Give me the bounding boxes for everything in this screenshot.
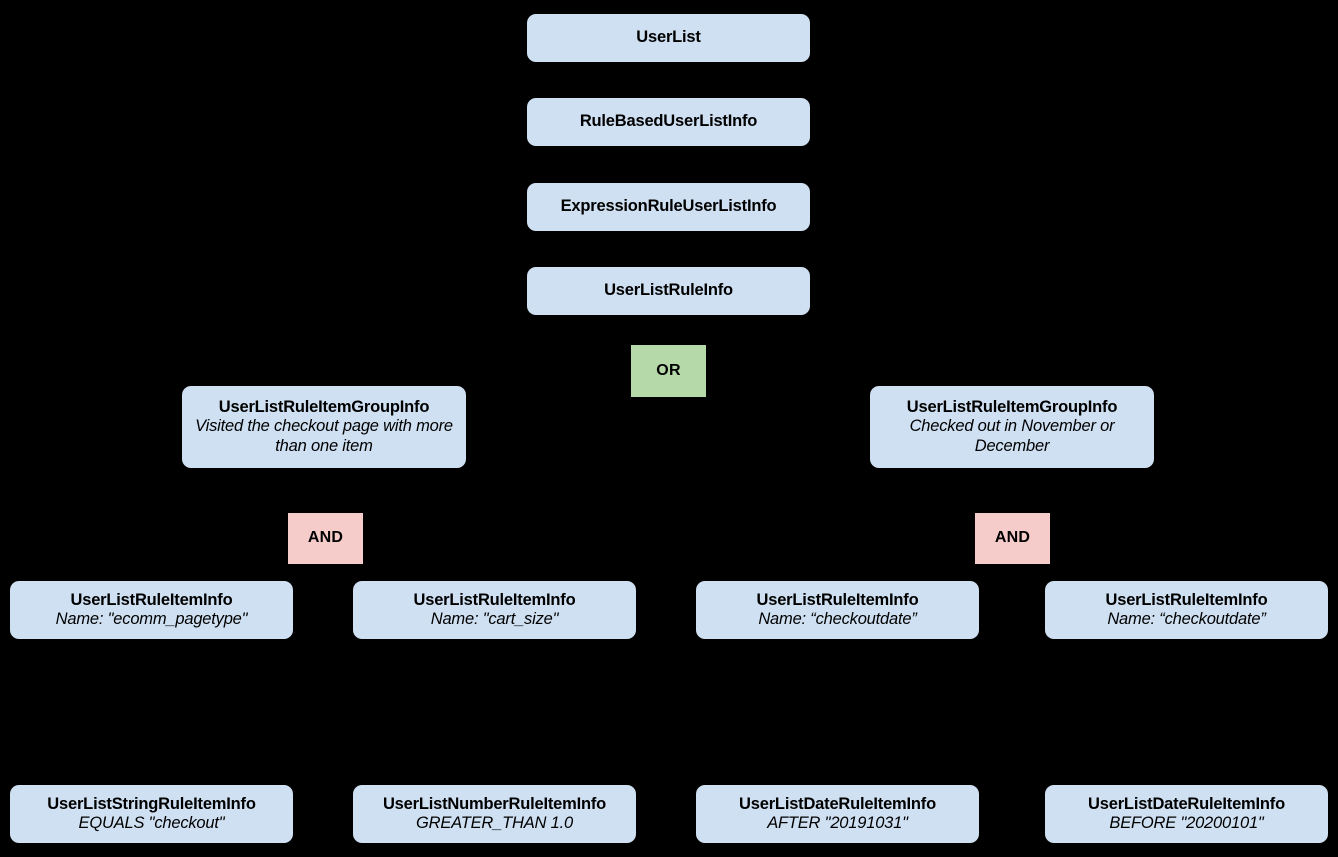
node-user-list[interactable]: UserList	[527, 14, 810, 62]
operator-and-left[interactable]: AND	[288, 513, 363, 564]
node-title: UserList	[636, 28, 701, 47]
node-rule-item-1[interactable]: UserListRuleItemInfo Name: "ecomm_pagety…	[10, 581, 293, 639]
operator-or[interactable]: OR	[631, 345, 706, 397]
node-leaf-date-rule-after[interactable]: UserListDateRuleItemInfo AFTER "20191031…	[696, 785, 979, 843]
node-leaf-date-rule-before[interactable]: UserListDateRuleItemInfo BEFORE "2020010…	[1045, 785, 1328, 843]
node-title: UserListDateRuleItemInfo	[739, 794, 936, 813]
node-subtitle: BEFORE "20200101"	[1109, 814, 1264, 832]
node-title: UserListRuleItemInfo	[1105, 590, 1268, 609]
node-title: UserListDateRuleItemInfo	[1088, 794, 1285, 813]
operator-label: OR	[656, 361, 681, 379]
node-title: UserListRuleItemInfo	[413, 590, 576, 609]
node-group-right[interactable]: UserListRuleItemGroupInfo Checked out in…	[870, 386, 1154, 468]
node-title: RuleBasedUserListInfo	[579, 112, 758, 131]
node-subtitle: AFTER "20191031"	[767, 814, 908, 832]
node-title: ExpressionRuleUserListInfo	[560, 197, 777, 216]
node-group-left[interactable]: UserListRuleItemGroupInfo Visited the ch…	[182, 386, 466, 468]
node-title: UserListRuleItemInfo	[756, 590, 919, 609]
node-title: UserListNumberRuleItemInfo	[382, 794, 607, 813]
node-subtitle: EQUALS "checkout"	[78, 814, 225, 832]
node-subtitle: Checked out in November or December	[909, 417, 1115, 455]
node-subtitle: Name: "cart_size"	[430, 610, 559, 628]
node-subtitle: Name: “checkoutdate”	[1107, 610, 1266, 628]
node-rule-item-4[interactable]: UserListRuleItemInfo Name: “checkoutdate…	[1045, 581, 1328, 639]
node-rule-item-3[interactable]: UserListRuleItemInfo Name: “checkoutdate…	[696, 581, 979, 639]
node-expression-rule-user-list-info[interactable]: ExpressionRuleUserListInfo	[527, 183, 810, 231]
node-leaf-string-rule[interactable]: UserListStringRuleItemInfo EQUALS "check…	[10, 785, 293, 843]
node-subtitle: Name: "ecomm_pagetype"	[55, 610, 248, 628]
operator-label: AND	[307, 529, 344, 547]
node-subtitle: Visited the checkout page with more than…	[195, 417, 453, 455]
node-rule-item-2[interactable]: UserListRuleItemInfo Name: "cart_size"	[353, 581, 636, 639]
node-title: UserListStringRuleItemInfo	[47, 794, 256, 813]
operator-and-right[interactable]: AND	[975, 513, 1050, 564]
node-title: UserListRuleItemGroupInfo	[218, 398, 430, 417]
node-user-list-rule-info[interactable]: UserListRuleInfo	[527, 267, 810, 315]
node-leaf-number-rule[interactable]: UserListNumberRuleItemInfo GREATER_THAN …	[353, 785, 636, 843]
node-title: UserListRuleInfo	[604, 281, 733, 300]
node-title: UserListRuleItemGroupInfo	[906, 398, 1118, 417]
node-rule-based-user-list-info[interactable]: RuleBasedUserListInfo	[527, 98, 810, 146]
node-subtitle: GREATER_THAN 1.0	[416, 814, 573, 832]
node-subtitle: Name: “checkoutdate”	[758, 610, 917, 628]
node-title: UserListRuleItemInfo	[70, 590, 233, 609]
operator-label: AND	[994, 529, 1031, 547]
